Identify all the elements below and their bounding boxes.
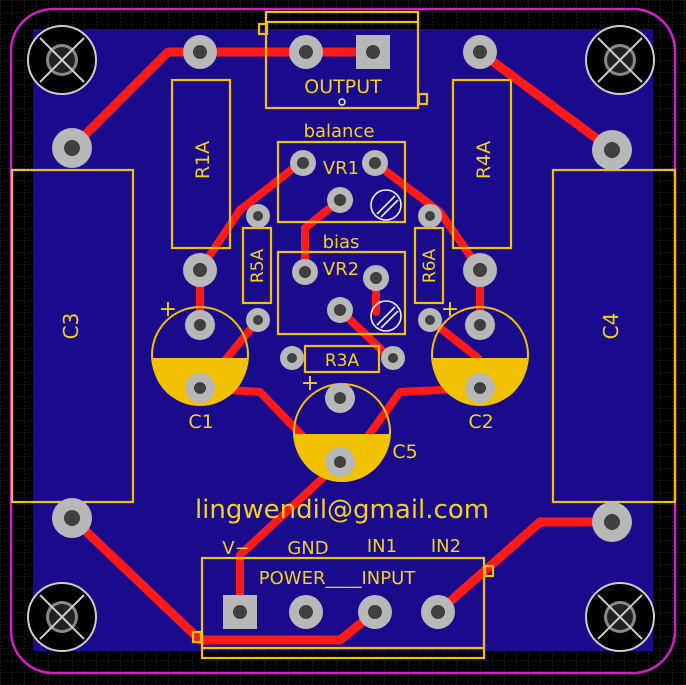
vr1-outline: [276, 140, 407, 224]
r3a-label: R3A: [325, 351, 360, 371]
c2-plus-mark: +: [441, 297, 459, 322]
pad-c3-top: [52, 128, 92, 168]
c5-plus-mark: +: [301, 371, 319, 396]
pad-r5a-bottom: [246, 308, 270, 332]
bias-label: bias: [323, 232, 360, 253]
pad-vr1-2: [362, 150, 388, 176]
c3-label: C3: [59, 313, 83, 340]
email-label: lingwendil@gmail.com: [195, 495, 489, 525]
c4-label: C4: [599, 313, 623, 340]
pad-power-gnd: [289, 595, 323, 629]
pad-vr2-w: [327, 297, 353, 323]
gnd-label: GND: [287, 538, 328, 559]
output-connector-outline: [264, 10, 420, 110]
pad-c3-bottom: [52, 498, 92, 538]
board-substrate: [33, 29, 653, 651]
c1-label: C1: [188, 411, 213, 433]
r6a-label: R6A: [420, 249, 440, 284]
pads: [52, 35, 632, 629]
r1a-label: R1A: [192, 141, 214, 179]
mounting-holes: [27, 25, 655, 652]
vr2-label: VR2: [323, 259, 359, 280]
pad-c5-plus: [325, 383, 355, 413]
pad-c4-bottom: [592, 502, 632, 542]
in2-label: IN2: [431, 536, 461, 557]
pad-r5a-top: [246, 204, 270, 228]
mounting-hole-tl: [27, 25, 97, 95]
pad-c1-plus: [185, 310, 215, 340]
pad-r3a-right: [381, 346, 405, 370]
pad-vr1-w: [327, 187, 353, 213]
pad-power-vminus: [223, 595, 257, 629]
power-input-outline: [200, 556, 486, 660]
pad-power-in1: [358, 595, 392, 629]
c4-outline: [551, 168, 677, 504]
vr2-outline: [276, 250, 407, 336]
balance-label: balance: [304, 121, 375, 142]
pad-output-2: [289, 35, 323, 69]
r4a-outline: [451, 78, 513, 250]
r4a-label: R4A: [473, 141, 495, 179]
r6a-outline: [413, 226, 445, 305]
pad-r1a: [183, 253, 217, 287]
pad-c4-top: [592, 130, 632, 170]
pad-output-1: [183, 35, 217, 69]
r1a-outline: [170, 78, 232, 250]
vr1-label: VR1: [323, 158, 359, 179]
pad-output-3: [356, 35, 390, 69]
pad-c1-minus: [185, 373, 215, 403]
pad-r4a: [463, 253, 497, 287]
silkscreen-text: OUTPUT balance VR1 bias VR2 R1A R4A R5A …: [59, 76, 623, 589]
r5a-label: R5A: [248, 249, 268, 284]
pad-vr1-1: [290, 150, 316, 176]
pad-r6a-bottom: [418, 308, 442, 332]
pad-vr2-1: [292, 259, 318, 285]
c1-plus-mark: +: [159, 297, 177, 322]
pad-c2-plus: [465, 310, 495, 340]
pad-r6a-top: [418, 204, 442, 228]
v-minus-label: V−: [222, 538, 249, 559]
mounting-hole-bl: [27, 582, 97, 652]
pad-output-4: [463, 35, 497, 69]
c2-label: C2: [468, 411, 493, 433]
mounting-hole-br: [585, 582, 655, 652]
pad-c2-minus: [465, 373, 495, 403]
in1-label: IN1: [367, 536, 397, 557]
r5a-outline: [241, 226, 273, 305]
pad-r3a-left: [280, 346, 304, 370]
mounting-hole-tr: [585, 25, 655, 95]
output-label: OUTPUT: [304, 76, 382, 98]
pad-power-in2: [421, 595, 455, 629]
silkscreen: [10, 10, 677, 660]
power-input-label: POWER____INPUT: [259, 568, 417, 589]
c5-label: C5: [392, 441, 417, 463]
pad-vr2-2: [363, 265, 389, 291]
pad-c5-minus: [325, 447, 355, 477]
r3a-outline: [303, 344, 381, 374]
